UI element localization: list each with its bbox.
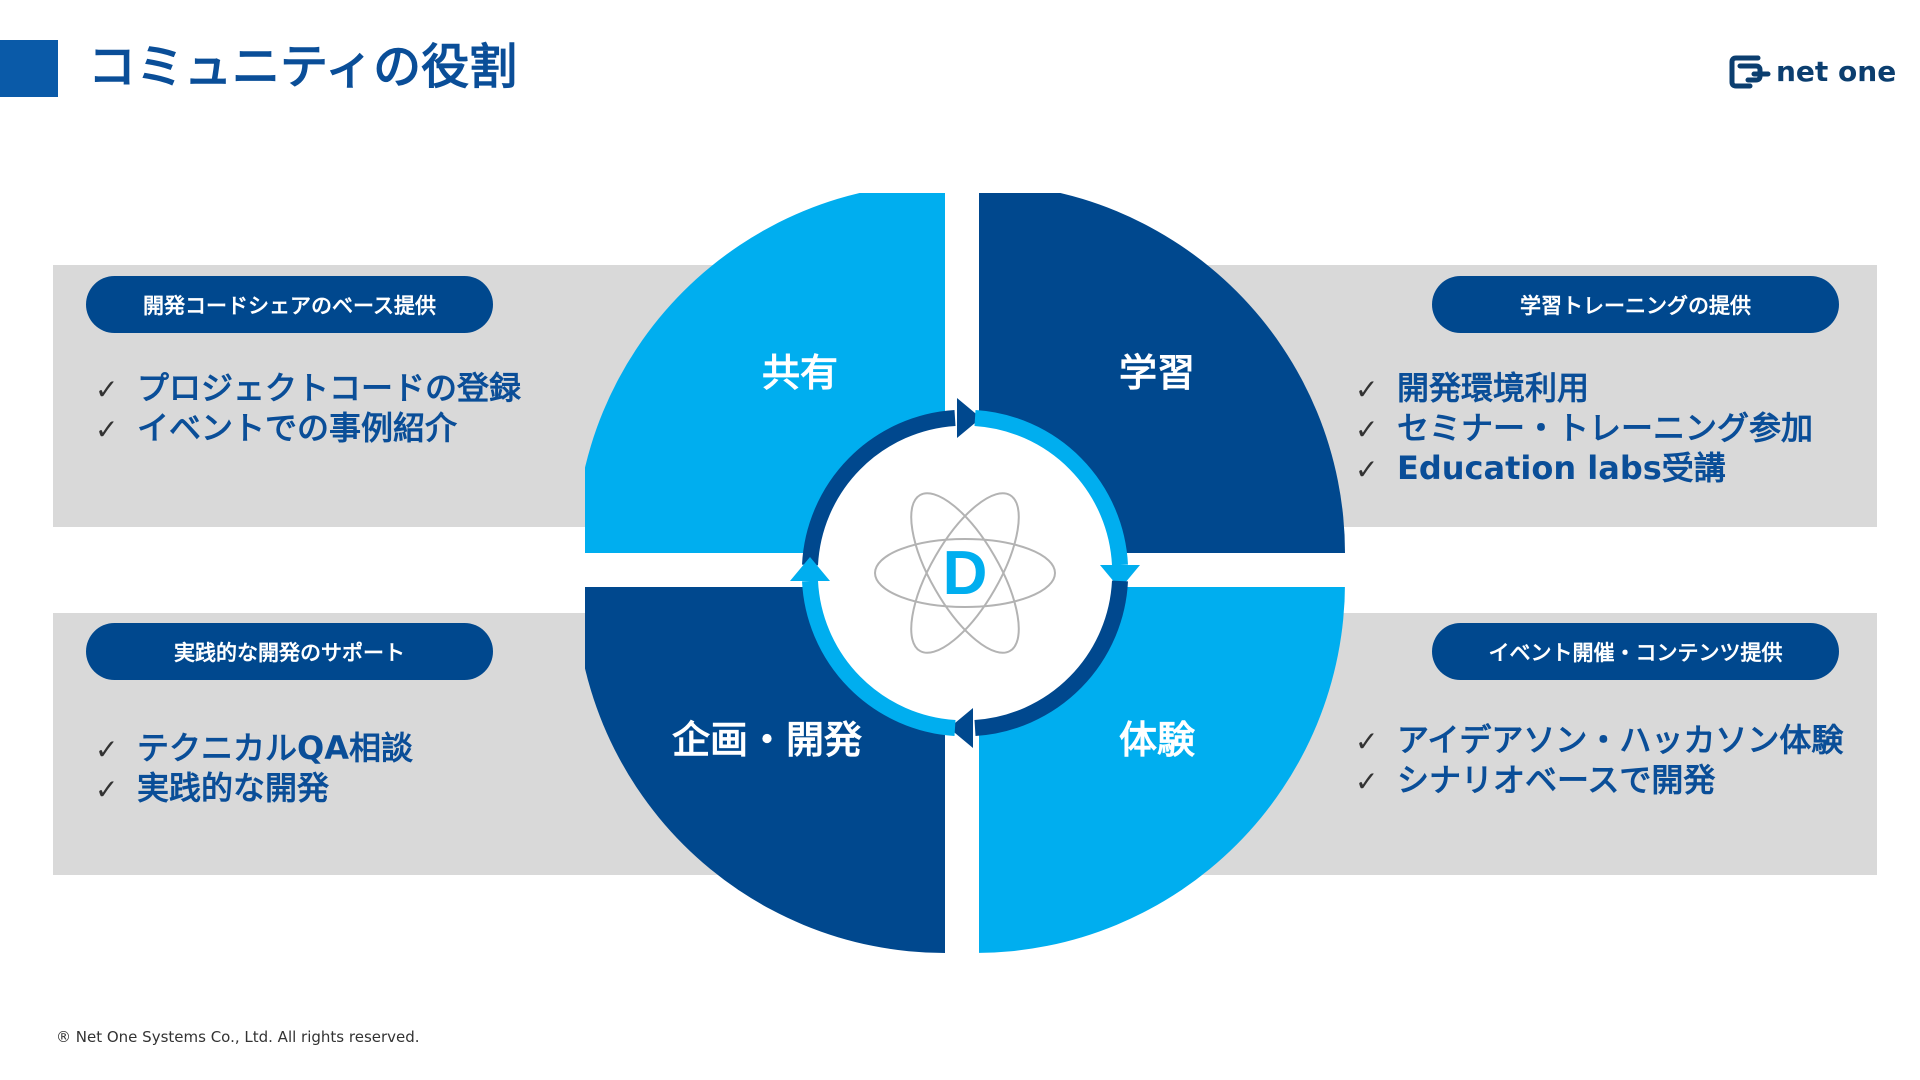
pill-learn-heading: 学習トレーニングの提供 — [1432, 276, 1839, 333]
list-item: ✓Education labs受講 — [1355, 449, 1726, 487]
title-marker — [0, 40, 58, 97]
quadrant-label-develop: 企画・開発 — [672, 718, 863, 762]
check-icon: ✓ — [1355, 373, 1379, 406]
check-icon: ✓ — [1355, 765, 1379, 798]
arrow-develop-to-share — [802, 580, 956, 736]
arrow-head-experience — [949, 708, 973, 748]
list-item: ✓実践的な開発 — [95, 769, 330, 807]
list-item: ✓テクニカルQA相談 — [95, 729, 413, 767]
quadrant-label-share: 共有 — [762, 351, 838, 395]
check-icon: ✓ — [95, 373, 119, 406]
checklist-share: ✓プロジェクトコードの登録 ✓イベントでの事例紹介 — [95, 369, 521, 449]
check-icon: ✓ — [1355, 453, 1379, 486]
pill-develop-heading: 実践的な開発のサポート — [86, 623, 493, 680]
net-one-logo-icon — [1729, 55, 1771, 89]
cycle-diagram: D 共有 学習 体験 企画・開発 — [585, 193, 1345, 953]
company-logo: net one — [1728, 52, 1898, 92]
list-item: ✓セミナー・トレーニング参加 — [1355, 409, 1814, 447]
arrow-experience-to-develop — [974, 580, 1128, 736]
arrow-learn-to-experience — [974, 410, 1128, 566]
copyright-footer: ® Net One Systems Co., Ltd. All rights r… — [56, 1028, 420, 1046]
page-title: コミュニティの役割 — [88, 39, 518, 95]
check-icon: ✓ — [95, 773, 119, 806]
checklist-develop: ✓テクニカルQA相談 ✓実践的な開発 — [95, 729, 413, 809]
list-item: ✓アイデアソン・ハッカソン体験 — [1355, 721, 1844, 759]
list-item: ✓プロジェクトコードの登録 — [95, 369, 522, 407]
atom-icon — [874, 492, 1056, 654]
arrow-share-to-learn — [802, 410, 956, 566]
check-icon: ✓ — [95, 413, 119, 446]
arrow-head-learn — [1100, 565, 1140, 589]
pill-share-heading: 開発コードシェアのベース提供 — [86, 276, 493, 333]
quadrant-label-learn: 学習 — [1119, 351, 1195, 395]
checklist-experience: ✓アイデアソン・ハッカソン体験 ✓シナリオベースで開発 — [1355, 721, 1843, 801]
pill-experience-heading: イベント開催・コンテンツ提供 — [1432, 623, 1839, 680]
arrow-head-share — [957, 398, 981, 438]
logo-text: net one — [1776, 55, 1897, 88]
checklist-learn: ✓開発環境利用 ✓セミナー・トレーニング参加 ✓Education labs受講 — [1355, 369, 1813, 489]
check-icon: ✓ — [1355, 725, 1379, 758]
list-item: ✓開発環境利用 — [1355, 369, 1590, 407]
list-item: ✓シナリオベースで開発 — [1355, 761, 1716, 799]
quadrant-label-experience: 体験 — [1119, 718, 1196, 762]
check-icon: ✓ — [95, 733, 119, 766]
center-letter: D — [943, 539, 988, 608]
arrow-head-develop — [790, 557, 830, 581]
list-item: ✓イベントでの事例紹介 — [95, 409, 458, 447]
check-icon: ✓ — [1355, 413, 1379, 446]
